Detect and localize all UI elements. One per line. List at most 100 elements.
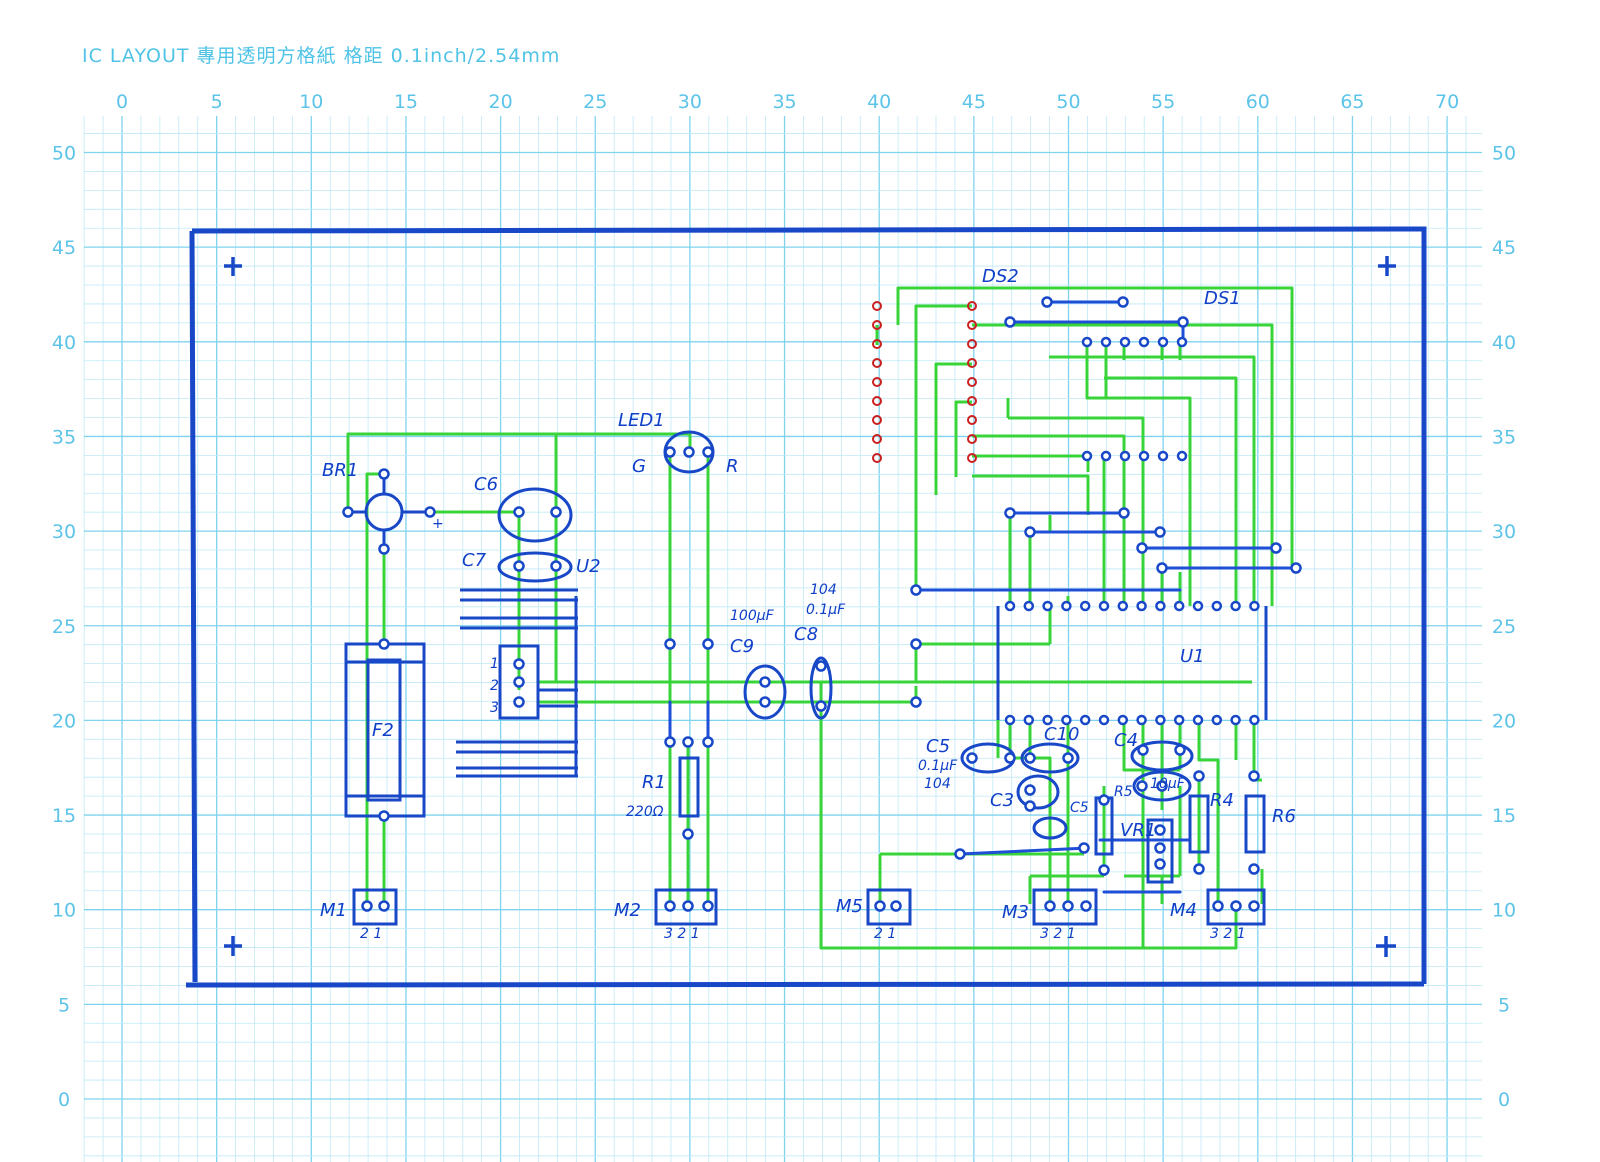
pad [910, 696, 922, 708]
y-tick-label-left: 0 [58, 1089, 70, 1111]
pad [1023, 714, 1035, 726]
pad [1061, 600, 1072, 612]
capacitor-c9 [743, 664, 787, 720]
pad [1154, 842, 1166, 854]
ds2-left-pad [872, 415, 882, 425]
pad [702, 900, 714, 912]
label-ds1: DS1 [1204, 288, 1241, 309]
pad [1024, 784, 1036, 796]
pad [664, 900, 676, 912]
x-tick-label: 60 [1246, 91, 1270, 113]
x-tick-label: 55 [1151, 91, 1175, 113]
pad [1100, 336, 1112, 348]
label-c5a-value2: 104 [924, 776, 951, 792]
label-m2: M2 [614, 900, 641, 921]
pad [954, 848, 966, 860]
pad [1176, 336, 1188, 348]
label-c4: C4 [1114, 730, 1138, 751]
pad [1211, 600, 1223, 612]
label-c7: C7 [462, 550, 487, 571]
ds2-left-pad [872, 434, 882, 444]
pad [1098, 864, 1110, 876]
x-tick-label: 5 [211, 91, 223, 113]
pad [1174, 744, 1186, 756]
label-c10: C10 [1044, 724, 1079, 745]
terminal-m1 [352, 888, 398, 926]
y-tick-label-left: 15 [52, 805, 76, 827]
pad [1136, 600, 1147, 612]
pad [1004, 752, 1016, 764]
pad [1137, 744, 1149, 756]
pad [874, 900, 886, 912]
pad [1138, 336, 1150, 348]
pad [1136, 542, 1148, 554]
pad [1248, 770, 1260, 782]
ds2-left-pad [872, 301, 882, 311]
y-tick-label-right: 20 [1492, 710, 1516, 732]
label-c4-value: 10µF [1150, 776, 1186, 792]
ds2-left-pad [872, 396, 882, 406]
capacitor-c10 [1020, 742, 1080, 774]
blue-traces [668, 300, 1298, 894]
label-u2: U2 [576, 556, 601, 577]
y-tick-label-left: 35 [52, 426, 76, 448]
ds2-left-pad [872, 320, 882, 330]
pad [1119, 336, 1131, 348]
label-c5a-value: 0.1µF [918, 758, 958, 774]
pad [1156, 780, 1168, 792]
pad [424, 506, 436, 518]
pad [1004, 714, 1016, 726]
label-m1: M1 [320, 900, 347, 921]
label-c8-value: 104 [810, 582, 837, 598]
label-m1-pins: 2 1 [360, 926, 382, 942]
y-tick-label-left: 45 [52, 237, 76, 259]
component-labels: BR1 + C6 C7 U2 1 2 3 F2 LED1 G R R1 220Ω… [320, 266, 1296, 942]
y-tick-label-left: 25 [52, 616, 76, 638]
label-pin2: 2 [490, 678, 499, 694]
pad [682, 828, 694, 840]
label-c9-value: 100µF [730, 608, 775, 624]
terminal-m3 [1032, 888, 1098, 926]
y-tick-label-right: 25 [1492, 616, 1516, 638]
label-m5-pins: 2 1 [874, 926, 896, 942]
x-tick-label: 10 [299, 91, 323, 113]
y-tick-label-right: 30 [1492, 521, 1516, 543]
pad [702, 736, 714, 748]
graph-grid [83, 116, 1482, 1162]
resistor-r6 [1244, 794, 1266, 854]
pad [1248, 863, 1260, 875]
x-tick-label: 65 [1340, 91, 1364, 113]
pad [1079, 600, 1091, 612]
ds2-left-pad [872, 453, 882, 463]
pad [1098, 600, 1110, 612]
x-tick-label: 70 [1435, 91, 1459, 113]
pad [1248, 900, 1260, 912]
label-m3: M3 [1002, 902, 1029, 923]
pad [1004, 507, 1016, 519]
label-c5a: C5 [926, 736, 950, 757]
pad [1156, 562, 1168, 574]
pad [1024, 752, 1036, 764]
label-m3-pins: 3 2 1 [1040, 926, 1076, 942]
ds2-right-pad [967, 358, 977, 368]
pad [1230, 714, 1241, 726]
label-f2: F2 [372, 720, 394, 741]
label-br1: BR1 [322, 460, 358, 481]
label-led1: LED1 [618, 410, 665, 431]
ic-u1 [996, 606, 1268, 720]
ds2-right-pad [967, 377, 977, 387]
capacitor-c8 [809, 656, 833, 720]
pad [550, 560, 562, 572]
pad [1249, 714, 1260, 726]
terminal-m5 [866, 888, 912, 926]
x-tick-label: 50 [1056, 91, 1080, 113]
pad [1212, 900, 1224, 912]
x-tick-label: 30 [678, 91, 702, 113]
capacitor-c4-elec [1132, 770, 1192, 802]
pad [815, 660, 827, 672]
x-tick-label: 15 [394, 91, 418, 113]
y-tick-label-left: 30 [52, 521, 76, 543]
pad [1211, 714, 1223, 726]
